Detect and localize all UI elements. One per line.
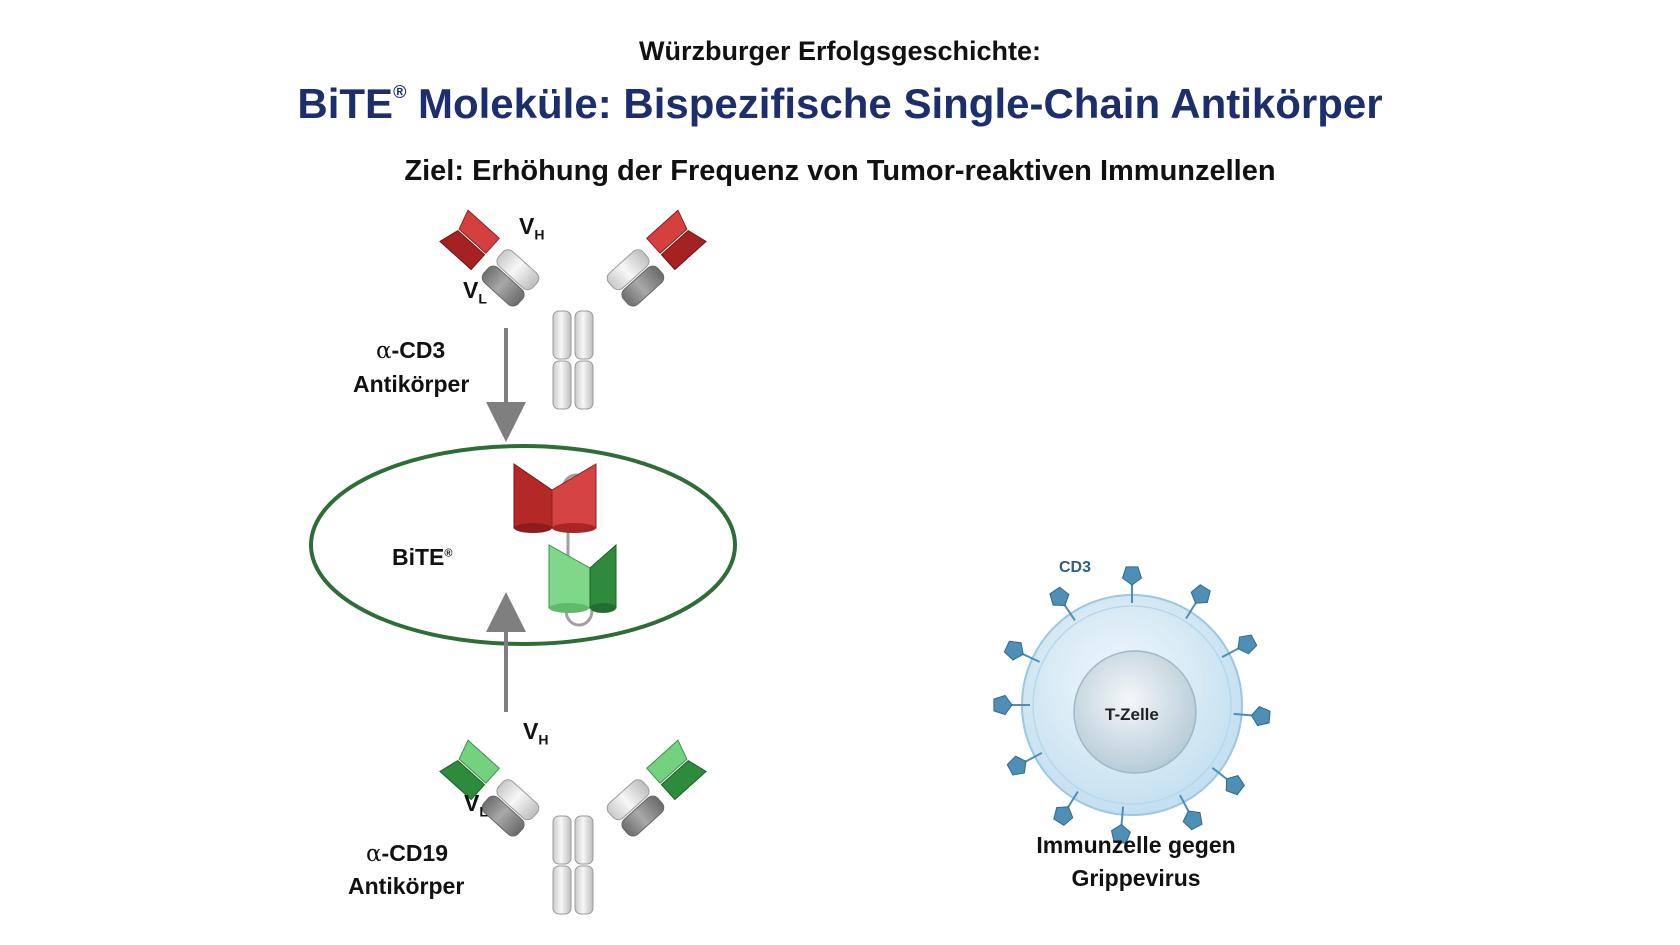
title-bite: BiTE	[297, 80, 394, 127]
cd3-receptor-stem	[1179, 794, 1191, 814]
cd3-receptor-head	[1110, 823, 1132, 844]
cd3-receptor-stem	[1211, 767, 1229, 781]
cd3-receptor-stem	[1062, 603, 1076, 621]
cd3-receptor-head	[1121, 566, 1143, 586]
cd3-receptor-head	[993, 694, 1013, 716]
cd3-receptor-stem	[1221, 646, 1241, 658]
slide-title: BiTE® Moleküle: Bispezifische Single-Cha…	[0, 80, 1680, 128]
cd3-receptor-stem	[1233, 712, 1254, 717]
cd3-receptor-head	[1237, 634, 1258, 655]
cd3-receptor-head	[1049, 586, 1070, 607]
t-cell	[1021, 594, 1243, 816]
title-rest: Moleküle: Bispezifische Single-Chain Ant…	[406, 80, 1383, 127]
top-vl-label: VL	[463, 277, 487, 307]
cd3-receptor-stem	[1023, 752, 1043, 764]
cd3-receptors	[993, 566, 1271, 844]
immune-cell-caption-line1: Immunzelle gegen	[1036, 832, 1236, 858]
cd3-receptor-head	[1225, 775, 1246, 796]
anti-cd19-label: α-CD19	[366, 840, 449, 867]
cd3-receptor-label: CD3	[1059, 559, 1092, 576]
cd3-receptor-head	[1006, 755, 1027, 776]
cd3-receptor-stem	[1120, 806, 1125, 827]
bottom-vl-label: VL	[464, 790, 488, 820]
goal-statement: Ziel: Erhöhung der Frequenz von Tumor-re…	[404, 155, 1276, 187]
cd3-receptor-head	[1003, 640, 1024, 661]
cd3-receptor-stem	[1021, 652, 1040, 663]
anti-cd19-type-label: Antikörper	[348, 873, 465, 899]
t-cell-nucleus-label: T-Zelle	[1105, 705, 1159, 724]
immune-cell-caption: Immunzelle gegen Grippevirus	[1000, 829, 1272, 895]
cd3-receptor-head	[1250, 705, 1271, 727]
cd3-receptor-head	[1182, 810, 1203, 831]
bite-molecule	[513, 463, 617, 627]
cd3-receptor-stem	[1066, 790, 1079, 809]
slide-subtitle: Würzburger Erfolgsgeschichte:	[638, 36, 1042, 66]
cd3-receptor-stem	[1185, 601, 1198, 620]
bite-ellipse	[309, 444, 737, 646]
immune-cell-caption-line2: Grippevirus	[1071, 865, 1201, 891]
cd3-receptor-head	[1190, 584, 1211, 604]
anti-cd19-antibody	[439, 739, 707, 915]
bottom-vh-label: VH	[523, 718, 549, 748]
cd3-receptor-head	[1053, 806, 1074, 826]
anti-cd3-label: α-CD3	[376, 337, 446, 364]
anti-cd3-type-label: Antikörper	[353, 371, 470, 397]
anti-cd3-antibody	[439, 209, 707, 410]
bite-label: BiTE®	[392, 544, 453, 570]
title-registered-mark: ®	[393, 82, 407, 102]
top-vh-label: VH	[519, 213, 545, 243]
